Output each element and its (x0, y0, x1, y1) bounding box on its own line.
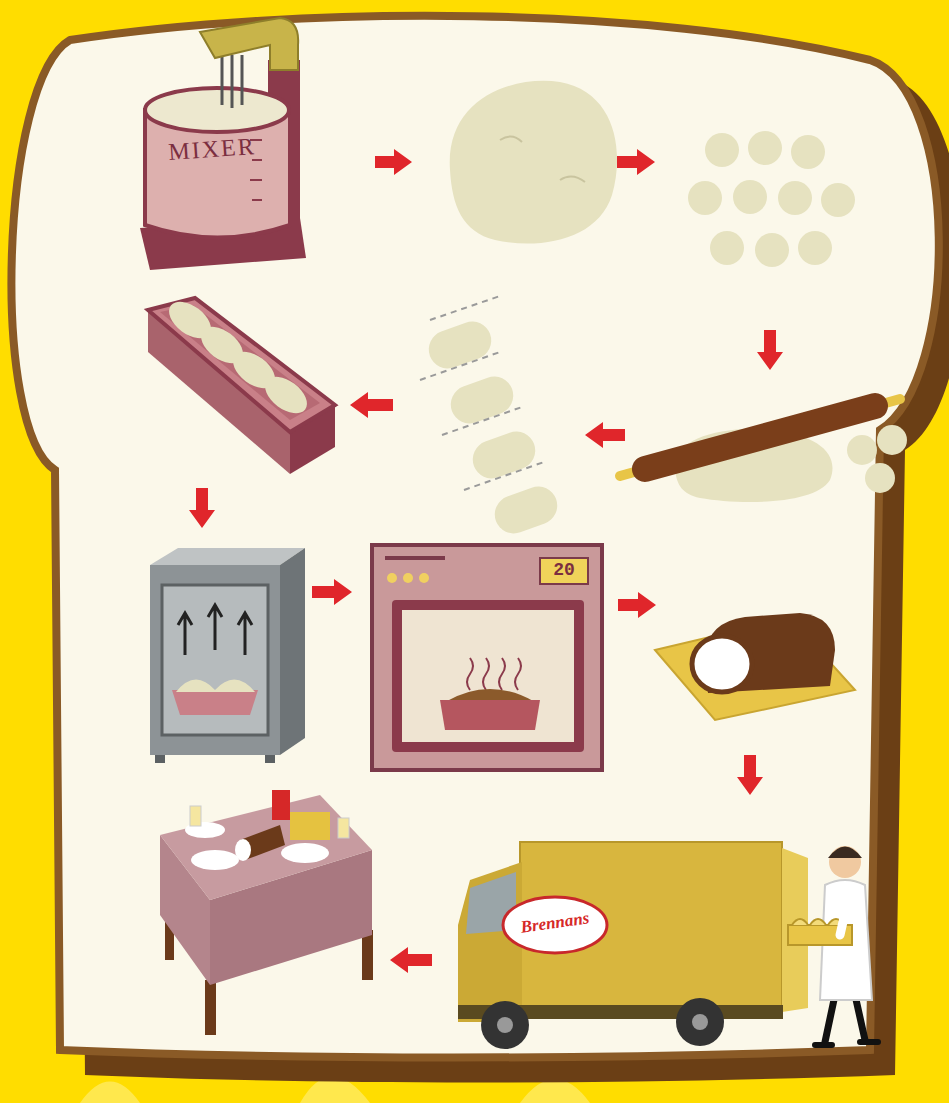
dough-piece (733, 180, 767, 214)
baker-hair (828, 847, 862, 859)
step-arrow (189, 488, 215, 528)
dough-piece (877, 425, 907, 455)
baker-arm (840, 900, 848, 935)
oven-knob (403, 573, 413, 583)
van-wheel (481, 1001, 529, 1049)
tablecloth-top (160, 795, 372, 900)
oven-vent (385, 556, 445, 560)
van-logo (503, 897, 607, 953)
proofer-dough (176, 679, 255, 692)
proofer-front (150, 565, 280, 755)
step-arrow (617, 149, 655, 175)
step-arrows (189, 149, 783, 973)
mixer-beaters (222, 55, 242, 108)
step-arrow (618, 592, 656, 618)
dough-pieces (688, 131, 855, 267)
step-arrow (737, 755, 763, 795)
dough-piece (798, 231, 832, 265)
wheel-hub (692, 1014, 708, 1030)
proofer-top (150, 548, 305, 565)
baker-shoes (815, 1042, 878, 1045)
dough-piece (705, 133, 739, 167)
mixer (140, 18, 306, 270)
step-arrow (375, 149, 412, 175)
pan-dough (258, 369, 313, 420)
dough-piece (821, 183, 855, 217)
wrapped-loaf (655, 613, 855, 720)
delivery-van (458, 842, 808, 1049)
dough-log (445, 371, 518, 429)
plate (281, 843, 329, 863)
table-leg (205, 980, 216, 1035)
slice-body (11, 16, 938, 1058)
brand-logo: Brennans (502, 907, 608, 940)
mixer-label: MIXER (151, 132, 273, 167)
glass (338, 818, 349, 838)
dough-piece (778, 181, 812, 215)
cut-lines (420, 296, 544, 490)
bread-bag (290, 812, 330, 840)
step-arrow (585, 422, 625, 448)
oven-window (402, 610, 574, 742)
dough-piece (710, 231, 744, 265)
mixer-bowl-rim (145, 88, 289, 132)
oven-knob (419, 573, 429, 583)
oven-display (540, 558, 588, 584)
tray-loaves (792, 919, 844, 925)
van-wheel (676, 998, 724, 1046)
dough-log (423, 316, 496, 374)
dough-crease (500, 136, 585, 182)
dough-piece (847, 435, 877, 465)
dough-piece (755, 233, 789, 267)
proofer (150, 548, 305, 763)
rise-arrows (178, 605, 252, 655)
oven-door (392, 600, 584, 752)
baker-legs (825, 995, 865, 1042)
dough-log (467, 426, 540, 484)
dough-log (489, 481, 562, 539)
step-arrow (390, 947, 432, 973)
proofer-foot (155, 755, 165, 763)
step-arrow (757, 330, 783, 370)
proofer-window (162, 585, 268, 735)
dough-piece (748, 131, 782, 165)
oven-knob (387, 573, 397, 583)
proofer-foot (265, 755, 275, 763)
measure-ticks (250, 140, 262, 200)
dining-table (160, 790, 373, 1035)
steam (467, 658, 521, 690)
plate (191, 850, 239, 870)
step-arrow (312, 579, 352, 605)
proofer-pan (172, 690, 258, 715)
loaf-pan (148, 294, 335, 474)
dough-logs (423, 316, 562, 539)
baker-head (829, 846, 861, 878)
baker (788, 846, 878, 1045)
bread-slice (235, 839, 251, 861)
mixer-head (200, 18, 298, 70)
oven (372, 545, 602, 770)
wheel-hub (497, 1017, 513, 1033)
dough-ball (450, 81, 617, 244)
dough-piece (791, 135, 825, 169)
dough-piece (865, 463, 895, 493)
jam-box (272, 790, 290, 820)
oven-body (372, 545, 602, 770)
loaf-cut-face (692, 636, 752, 692)
step-arrow (350, 392, 393, 418)
dough-piece (688, 181, 722, 215)
oven-pan (440, 700, 540, 730)
glass (190, 806, 201, 826)
oven-timer: 20 (540, 561, 588, 581)
proofer-side (280, 548, 305, 755)
rolling-pin (645, 406, 875, 469)
